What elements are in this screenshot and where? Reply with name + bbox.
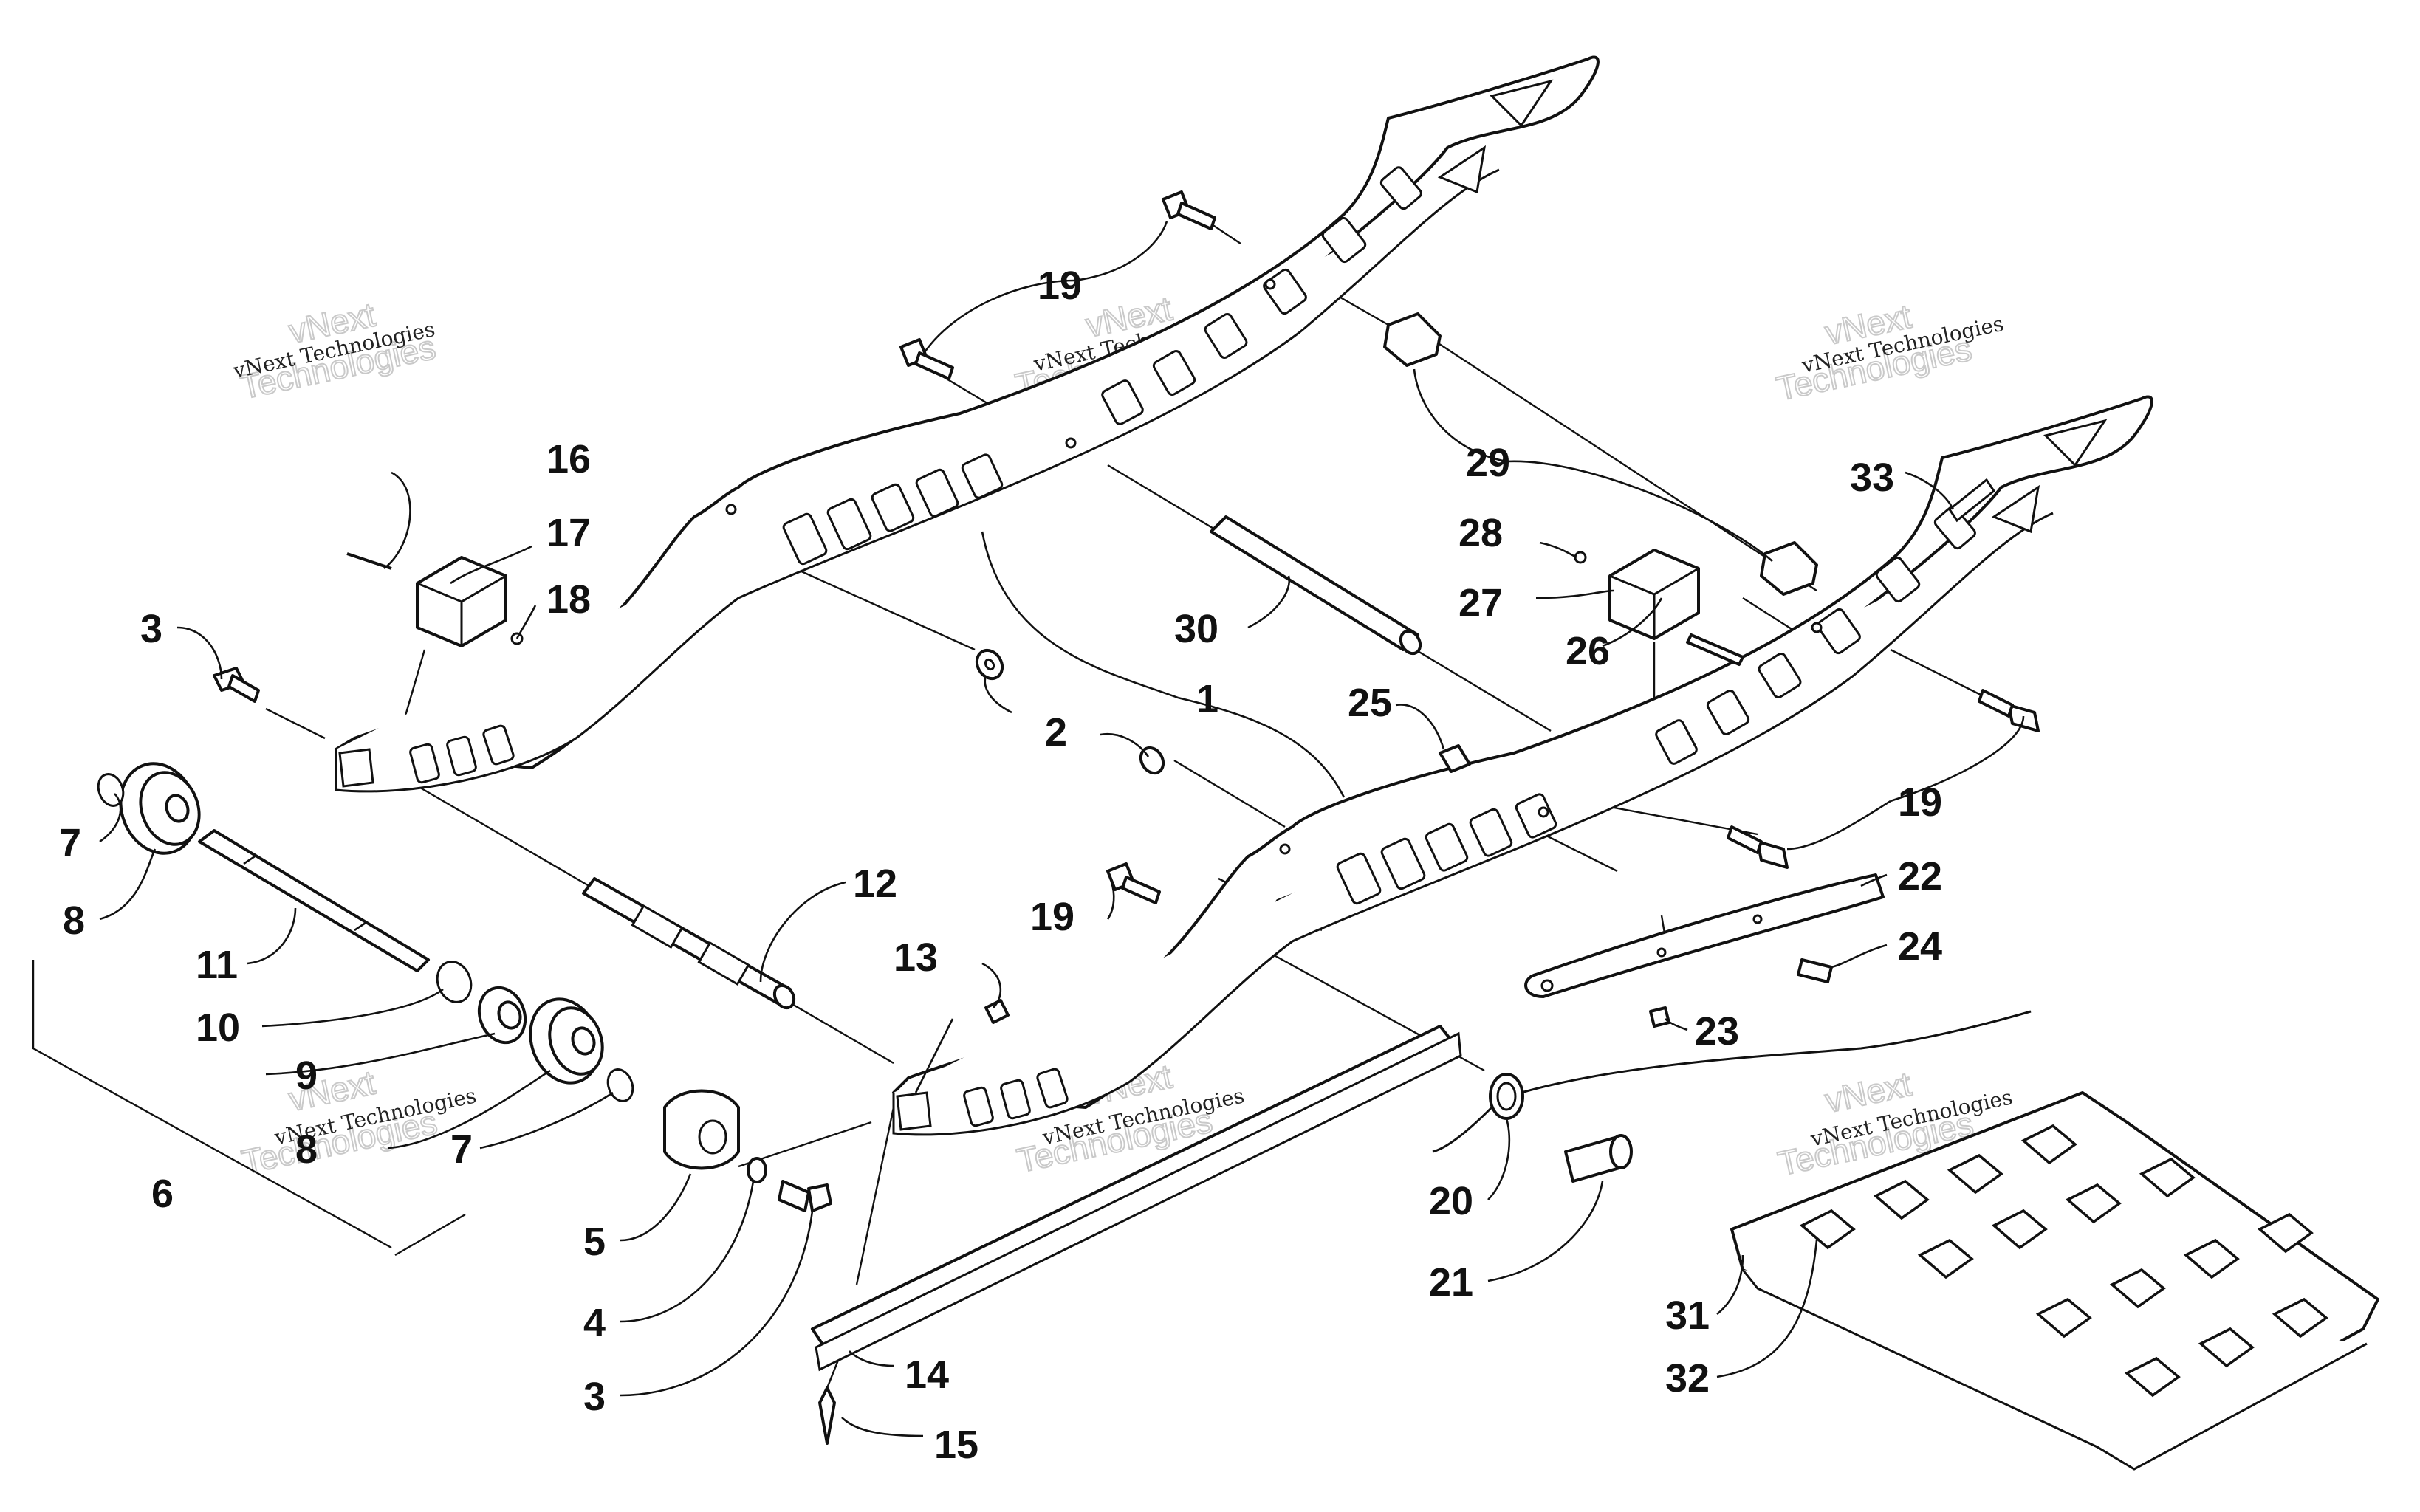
screw-15 [818, 1386, 836, 1445]
callout-9: 9 [295, 1054, 318, 1098]
callout-31: 31 [1665, 1293, 1710, 1338]
callout-19: 19 [1030, 895, 1074, 939]
snap-ring-7-lower [606, 1068, 634, 1102]
cross-shaft-30 [1210, 515, 1422, 656]
callout-33: 33 [1850, 456, 1894, 500]
callout-20: 20 [1429, 1179, 1473, 1223]
left-rail-slots [409, 166, 1422, 784]
bolt-19-right-a [1727, 825, 1789, 869]
callout-13: 13 [894, 935, 938, 980]
washer-4 [747, 1157, 767, 1183]
callout-19: 19 [1038, 264, 1082, 308]
callout-10: 10 [196, 1006, 240, 1050]
spacer-29-top [1383, 312, 1442, 367]
right-slide-rail [892, 395, 2153, 1136]
callout-8: 8 [63, 898, 85, 943]
bearing-8-upper [119, 762, 201, 855]
track-clips-32 [1799, 1124, 2328, 1398]
torsion-spring-20 [1432, 1010, 2032, 1153]
callout-5: 5 [583, 1220, 606, 1264]
bolt-3-upper [213, 667, 260, 703]
callout-labels: 1 2 3 3 4 5 6 7 7 8 8 9 10 11 12 13 14 1… [59, 264, 1942, 1467]
bolt-19-top [1162, 190, 1216, 230]
callout-19: 19 [1898, 780, 1942, 825]
callout-8: 8 [295, 1127, 318, 1172]
wear-block-27 [1608, 549, 1700, 640]
pin-16 [346, 552, 392, 570]
callout-4: 4 [583, 1301, 606, 1345]
callout-29: 29 [1466, 441, 1510, 485]
callout-16: 16 [546, 437, 591, 481]
callout-7: 7 [59, 821, 81, 865]
callout-3: 3 [140, 607, 162, 651]
callout-21: 21 [1429, 1260, 1473, 1305]
callout-30: 30 [1174, 607, 1218, 651]
callout-2: 2 [1045, 710, 1067, 755]
screw-13 [984, 999, 1010, 1024]
callout-15: 15 [934, 1423, 978, 1467]
callout-6: 6 [151, 1172, 174, 1216]
axle-11 [198, 829, 430, 972]
leader-lines [99, 221, 2025, 1437]
bolt-24 [1797, 958, 1833, 983]
callout-23: 23 [1695, 1009, 1739, 1054]
spacer-29-right [1760, 541, 1818, 596]
bearing-9 [477, 986, 527, 1045]
callout-12: 12 [853, 862, 897, 906]
hyfax-slide-14 [811, 1025, 1462, 1372]
callout-14: 14 [905, 1353, 949, 1397]
callout-25: 25 [1348, 681, 1392, 725]
bearing-8-lower [529, 997, 604, 1085]
callout-3: 3 [583, 1375, 606, 1419]
callout-17: 17 [546, 511, 591, 555]
bolt-19-right-b [1978, 689, 2040, 732]
nut-25 [1439, 744, 1471, 773]
callout-24: 24 [1898, 924, 1942, 969]
front-axle-12 [582, 877, 796, 1010]
end-cap-5 [663, 1089, 740, 1170]
callout-32: 32 [1665, 1356, 1710, 1401]
bushing-21 [1564, 1134, 1633, 1183]
callout-27: 27 [1458, 581, 1503, 625]
callout-7: 7 [450, 1127, 473, 1172]
track-31 [1730, 1091, 2379, 1471]
snap-ring-10 [436, 961, 473, 1003]
callout-11: 11 [196, 943, 238, 987]
left-slide-rail [335, 55, 1600, 793]
bolt-3-lower [778, 1180, 832, 1212]
bolt-26 [1686, 633, 1744, 666]
callout-26: 26 [1566, 629, 1610, 673]
callout-18: 18 [546, 577, 591, 622]
callout-28: 28 [1458, 511, 1503, 555]
bolt-19-mid [1106, 862, 1161, 904]
washer-2-upper [975, 648, 1004, 681]
snap-ring-28 [1574, 551, 1587, 564]
right-rail-slots [963, 506, 1976, 1127]
callout-1: 1 [1196, 677, 1218, 721]
brace-22 [1524, 873, 1885, 998]
screw-23 [1649, 1006, 1670, 1028]
callout-22: 22 [1898, 854, 1942, 898]
decal-33 [1947, 478, 1996, 523]
bolt-19-left [899, 338, 954, 380]
wear-block-17 [416, 556, 507, 647]
